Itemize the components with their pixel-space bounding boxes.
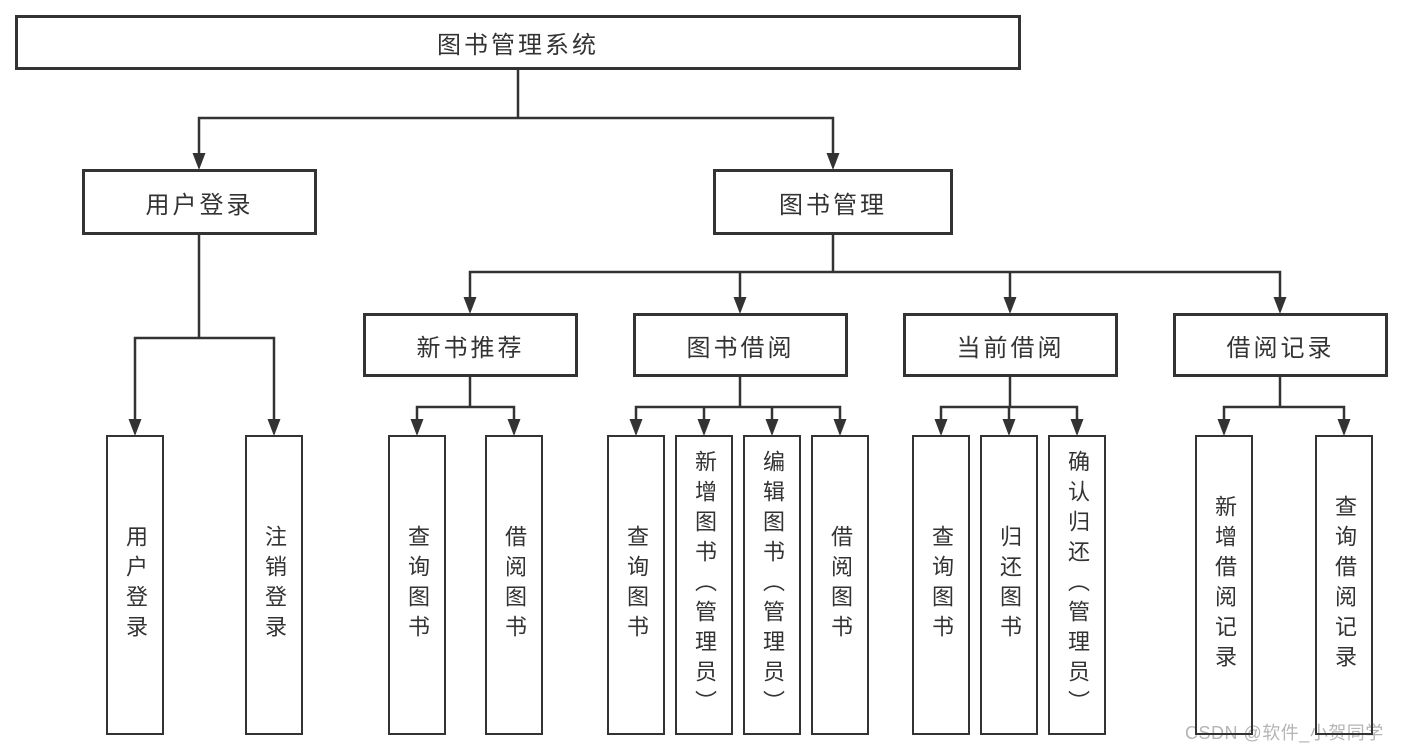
- leaf-query-book-newrec-label: 查询图书: [405, 525, 430, 645]
- leaf-query-book-borrow: 查询图书: [607, 435, 665, 735]
- leaf-confirm-return-admin: 确认归还（管理员）: [1048, 435, 1106, 735]
- node-current-borrow: 当前借阅: [903, 313, 1118, 377]
- leaf-add-book-admin: 新增图书（管理员）: [675, 435, 733, 735]
- leaf-edit-book-admin: 编辑图书（管理员）: [743, 435, 801, 735]
- leaf-query-borrow-record: 查询借阅记录: [1315, 435, 1373, 735]
- leaf-query-book-newrec: 查询图书: [388, 435, 446, 735]
- leaf-logout: 注销登录: [245, 435, 303, 735]
- leaf-return-book-label: 归还图书: [997, 525, 1022, 645]
- leaf-user-login-label: 用户登录: [123, 525, 148, 645]
- arrowheads: [128, 153, 1351, 436]
- leaf-borrow-book-label: 借阅图书: [828, 525, 853, 645]
- leaf-query-book-current-label: 查询图书: [929, 525, 954, 645]
- leaf-add-book-admin-label: 新增图书（管理员）: [692, 450, 717, 720]
- node-new-book-recommend: 新书推荐: [363, 313, 578, 377]
- csdn-watermark: CSDN @软件_小贺同学: [1185, 723, 1384, 743]
- leaf-borrow-book-newrec: 借阅图书: [485, 435, 543, 735]
- leaf-add-borrow-record-label: 新增借阅记录: [1212, 495, 1237, 675]
- leaf-edit-book-admin-label: 编辑图书（管理员）: [760, 450, 785, 720]
- node-book-borrow-label: 图书借阅: [686, 334, 795, 362]
- leaf-borrow-book: 借阅图书: [811, 435, 869, 735]
- leaf-query-borrow-record-label: 查询借阅记录: [1332, 495, 1357, 675]
- node-book-management-label: 图书管理: [779, 191, 887, 219]
- leaf-add-borrow-record: 新增借阅记录: [1195, 435, 1253, 735]
- node-user-login-label: 用户登录: [145, 191, 254, 219]
- node-new-book-recommend-label: 新书推荐: [416, 334, 525, 362]
- leaf-query-book-current: 查询图书: [912, 435, 970, 735]
- leaf-query-book-borrow-label: 查询图书: [624, 525, 649, 645]
- leaf-return-book: 归还图书: [980, 435, 1038, 735]
- node-user-login: 用户登录: [82, 169, 317, 235]
- leaf-borrow-book-newrec-label: 借阅图书: [502, 525, 527, 645]
- node-current-borrow-label: 当前借阅: [956, 334, 1065, 362]
- node-book-management: 图书管理: [713, 169, 953, 235]
- node-book-borrow: 图书借阅: [633, 313, 848, 377]
- node-root-label: 图书管理系统: [437, 32, 599, 59]
- node-root: 图书管理系统: [15, 15, 1021, 70]
- leaf-logout-label: 注销登录: [262, 525, 287, 645]
- leaf-confirm-return-admin-label: 确认归还（管理员）: [1065, 450, 1090, 720]
- leaf-user-login: 用户登录: [106, 435, 164, 735]
- node-borrow-records: 借阅记录: [1173, 313, 1388, 377]
- node-borrow-records-label: 借阅记录: [1226, 334, 1335, 362]
